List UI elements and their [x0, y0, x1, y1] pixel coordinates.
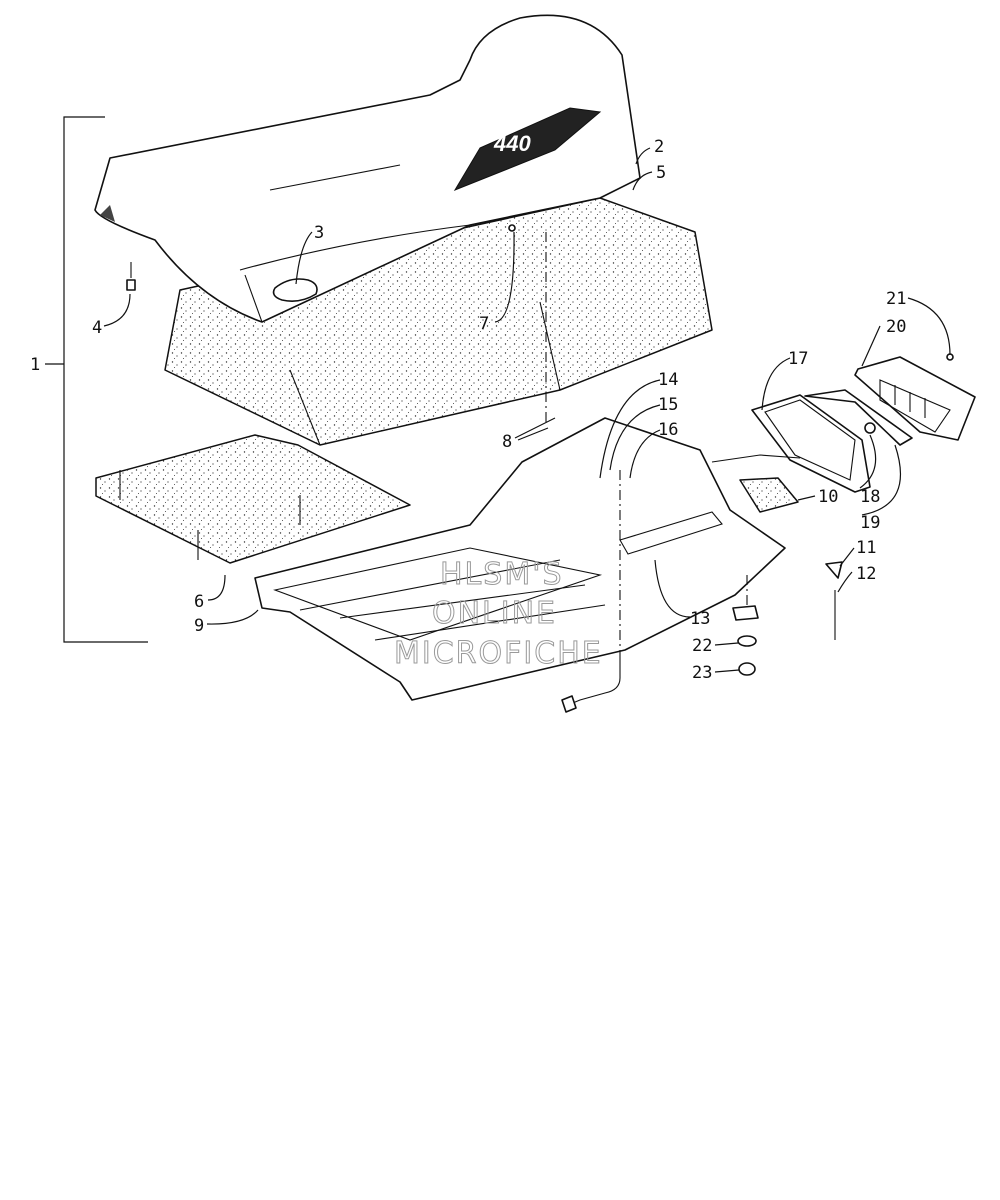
callout-13: 13 — [690, 609, 710, 629]
reflector — [739, 477, 799, 513]
callout-17: 17 — [788, 349, 808, 369]
seat-cover: 440 — [94, 14, 641, 323]
small-parts-upper — [126, 224, 556, 439]
callout-10: 10 — [818, 487, 838, 507]
assembly-bracket — [45, 116, 148, 643]
taillight-housing — [711, 394, 871, 493]
hardware-lower — [732, 561, 843, 676]
decal-text: 440 — [493, 131, 531, 156]
taillight-gasket — [804, 389, 913, 446]
wire-harness — [561, 650, 621, 713]
callout-15: 15 — [658, 395, 678, 415]
callout-12: 12 — [856, 564, 876, 584]
watermark: HLSM'S ONLINE MICROFICHE — [394, 557, 603, 672]
callout-22: 22 — [692, 636, 712, 656]
callout-9: 9 — [194, 616, 204, 636]
taillight-lens — [854, 356, 976, 441]
leader-lines — [103, 147, 951, 673]
callout-23: 23 — [692, 663, 712, 683]
callout-21: 21 — [886, 289, 906, 309]
callout-labels: 1 2 3 4 5 6 7 8 9 10 11 12 13 14 15 16 1… — [30, 137, 906, 683]
bulb-and-screw — [864, 353, 954, 434]
callout-19: 19 — [860, 513, 880, 533]
callout-4: 4 — [92, 318, 102, 338]
watermark-line-1: HLSM'S — [440, 557, 564, 592]
alignment-lines — [545, 232, 748, 650]
callout-3: 3 — [314, 223, 324, 243]
callout-5: 5 — [656, 163, 666, 183]
seat-foam — [164, 197, 713, 446]
callout-18: 18 — [860, 487, 880, 507]
foam-pads — [95, 434, 411, 564]
callout-20: 20 — [886, 317, 906, 337]
watermark-line-3: MICROFICHE — [394, 636, 603, 671]
seat-base — [254, 417, 786, 701]
watermark-line-2: ONLINE — [432, 596, 557, 631]
callout-8: 8 — [502, 432, 512, 452]
callout-6: 6 — [194, 592, 204, 612]
callout-14: 14 — [658, 370, 678, 390]
callout-7: 7 — [479, 314, 489, 334]
callout-1: 1 — [30, 355, 40, 375]
callout-11: 11 — [856, 538, 876, 558]
callout-16: 16 — [658, 420, 678, 440]
callout-2: 2 — [654, 137, 664, 157]
